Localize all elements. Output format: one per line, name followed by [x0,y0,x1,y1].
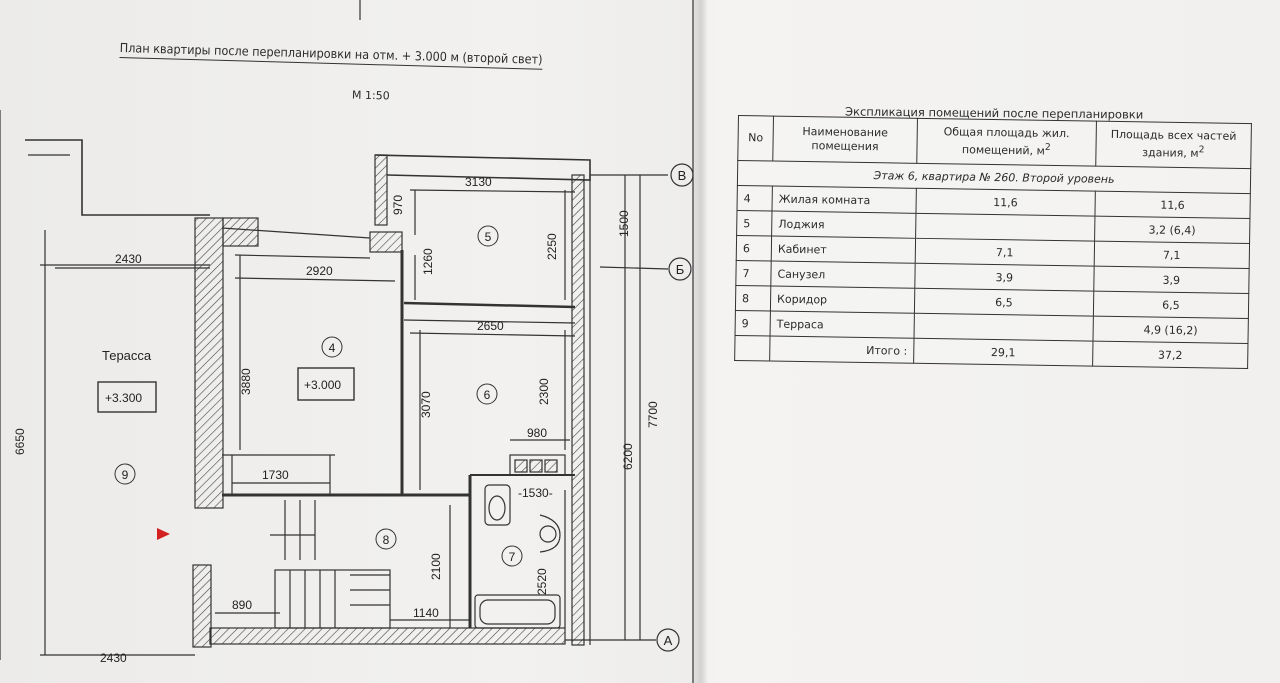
axis-marker-a [656,628,680,652]
wall-right [571,174,585,646]
svg-text:980: 980 [527,426,547,440]
floor-plan: В Б А 5 4 6 9 8 7 Терасса +3.300 +3.000 … [0,0,694,683]
axis-marker-v [670,163,694,187]
plan-labels: Терасса +3.300 +3.000 [102,348,341,540]
svg-text:1730: 1730 [262,468,289,482]
svg-text:6650: 6650 [13,428,27,455]
svg-text:890: 890 [232,598,252,612]
svg-text:3130: 3130 [465,175,492,189]
header-name: Наименование помещения [772,116,918,164]
svg-text:1260: 1260 [421,248,435,275]
header-total-area: Площадь всех частей здания, м2 [1095,121,1252,169]
table-header: No Наименование помещения Общая площадь … [737,115,1252,169]
room-number-8: 8 [383,533,390,547]
room-level: +3.000 [304,378,341,392]
svg-text:3880: 3880 [239,368,253,395]
terrace-label: Терасса [102,348,152,363]
page-fold [693,0,709,683]
room-number-5: 5 [485,230,492,244]
svg-text:3070: 3070 [419,391,433,418]
svg-text:2300: 2300 [537,378,551,405]
wall-left-lower [192,564,212,648]
svg-text:1140: 1140 [413,606,439,620]
svg-text:2100: 2100 [429,553,443,580]
axis-marker-b [668,257,692,281]
axis-markers: В Б А [656,163,694,652]
header-no: No [737,115,774,162]
room-numbers: 5 4 6 9 8 7 [114,225,523,567]
svg-text:2650: 2650 [477,319,504,333]
marker-arrow-icon [157,528,170,540]
svg-text:6200: 6200 [621,443,635,470]
room-number-4: 4 [329,341,336,355]
wall-left [194,217,224,509]
svg-text:2250: 2250 [545,233,559,260]
svg-text:970: 970 [391,195,405,215]
svg-text:2920: 2920 [306,264,333,278]
room-number-6: 6 [484,388,491,402]
wall-bottom [209,627,566,645]
svg-text:2430: 2430 [115,252,142,266]
svg-text:1500: 1500 [617,210,631,237]
svg-text:2520: 2520 [535,568,549,595]
svg-text:2430: 2430 [100,651,127,665]
axis-label-b: Б [676,262,685,277]
svg-text:7700: 7700 [646,401,660,428]
rooms-table: No Наименование помещения Общая площадь … [734,115,1252,370]
axis-label-v: В [678,168,687,183]
header-living-area: Общая площадь жил. помещений, м2 [916,118,1097,167]
terrace-level: +3.300 [105,391,142,405]
svg-text:-1530-: -1530- [518,486,553,500]
room-number-9: 9 [122,468,129,482]
room-number-7: 7 [509,550,516,564]
axis-label-a: А [664,633,673,648]
dimensions: 2430 2920 3130 2650 1730 980 -1530- 890 … [13,175,660,665]
